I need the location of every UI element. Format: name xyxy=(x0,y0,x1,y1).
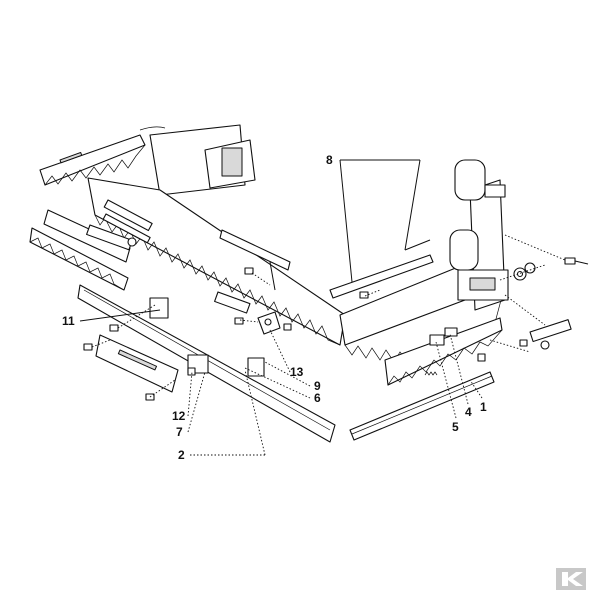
callout-5: 5 xyxy=(452,420,459,434)
callout-labels: 8 11 13 9 6 12 7 2 5 4 1 xyxy=(62,153,487,462)
brand-logo xyxy=(556,568,586,590)
callout-4: 4 xyxy=(465,405,472,419)
callout-1: 1 xyxy=(480,400,487,414)
callout-13: 13 xyxy=(290,365,304,379)
callout-12: 12 xyxy=(172,409,186,423)
small-parts xyxy=(83,224,589,401)
callout-9: 9 xyxy=(314,379,321,393)
callout-6: 6 xyxy=(314,391,321,405)
assembly-lines xyxy=(91,234,566,398)
callout-11: 11 xyxy=(62,314,75,328)
callout-2: 2 xyxy=(178,448,185,462)
callout-8: 8 xyxy=(326,153,333,167)
leader-lines xyxy=(79,159,483,456)
callout-7: 7 xyxy=(176,425,183,439)
main-frame xyxy=(87,124,509,363)
